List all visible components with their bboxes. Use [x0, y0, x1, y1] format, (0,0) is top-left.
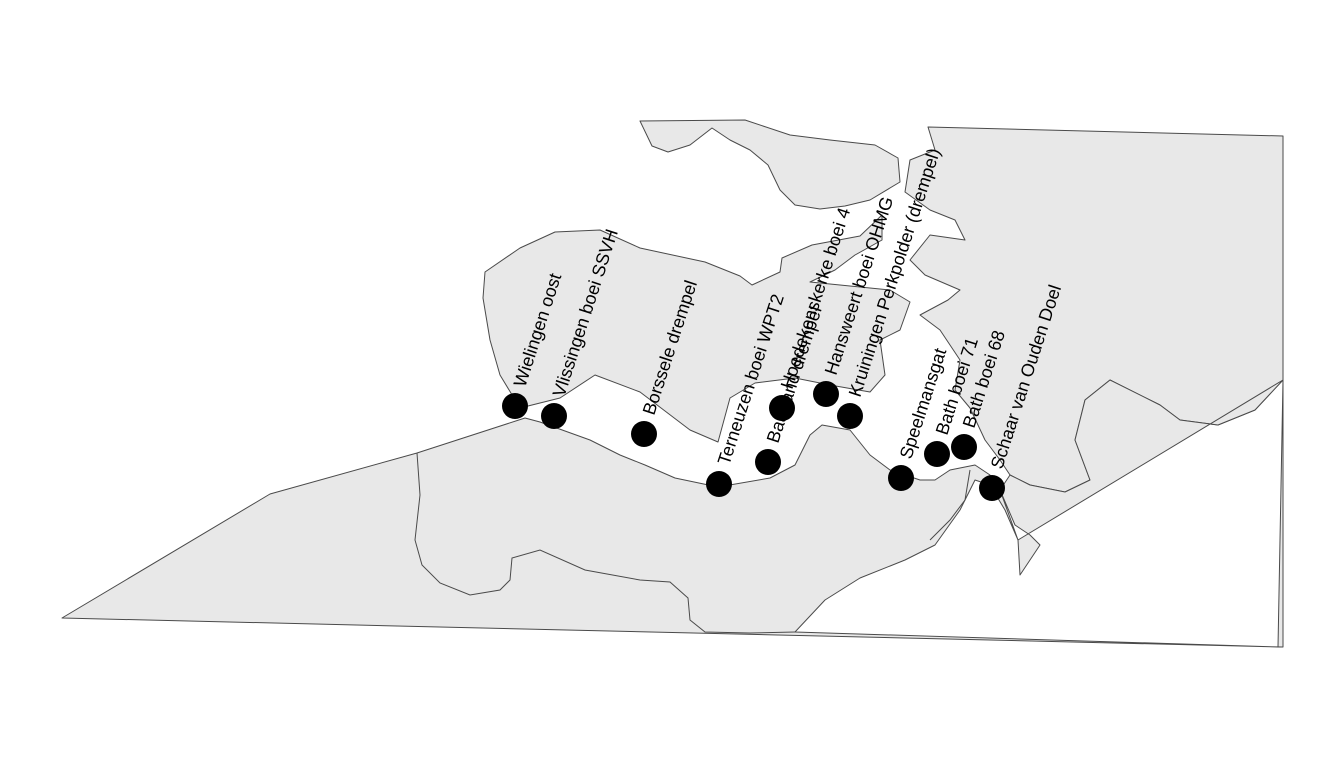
station-marker[interactable]: [631, 421, 657, 447]
station-marker[interactable]: [813, 381, 839, 407]
border-river-east: [929, 469, 971, 541]
station-marker[interactable]: [755, 449, 781, 475]
land-northwest: [482, 214, 911, 443]
station-marker[interactable]: [769, 395, 795, 421]
station-marker[interactable]: [837, 403, 863, 429]
land-north-central: [639, 119, 901, 210]
station-marker[interactable]: [888, 465, 914, 491]
border-west: [414, 452, 796, 634]
station-marker[interactable]: [541, 403, 567, 429]
station-marker[interactable]: [502, 393, 528, 419]
station-marker[interactable]: [979, 475, 1005, 501]
station-marker[interactable]: [924, 441, 950, 467]
station-marker[interactable]: [951, 434, 977, 460]
station-marker[interactable]: [706, 471, 732, 497]
land-south: [61, 379, 1284, 648]
